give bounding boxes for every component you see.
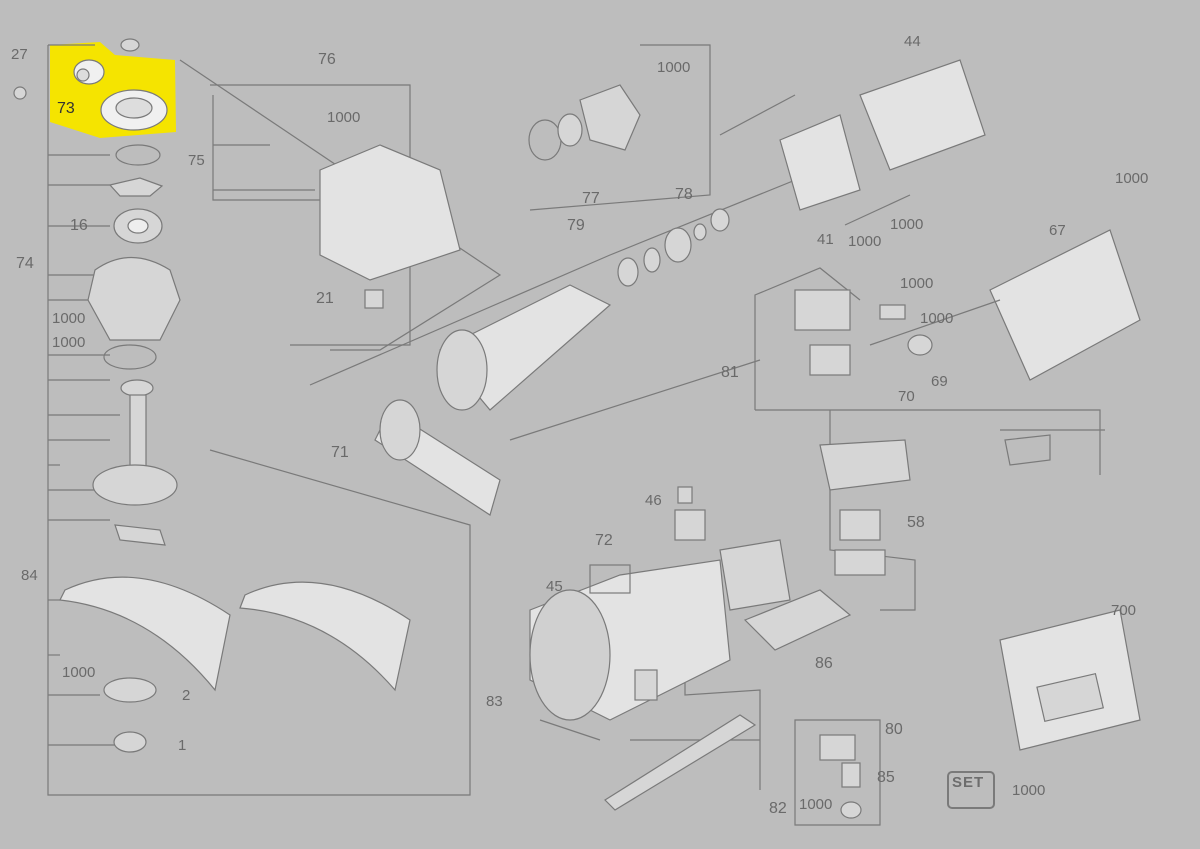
callout-72: 72	[595, 532, 613, 549]
callout-2: 2	[182, 687, 191, 704]
callout-46: 46	[645, 492, 662, 509]
callout-76: 76	[318, 51, 336, 68]
callout-1000: 1000	[890, 216, 924, 233]
callout-58: 58	[907, 514, 925, 531]
callout-71: 71	[331, 444, 349, 461]
set-kit-icon: SET	[947, 771, 995, 809]
callout-1000: 1000	[848, 233, 882, 250]
callout-44: 44	[904, 33, 921, 50]
callout-1000: 1000	[900, 275, 934, 292]
bevel-gear-part-73	[73, 59, 168, 131]
callout-83: 83	[486, 693, 503, 710]
callout-78: 78	[675, 186, 693, 203]
callout-1000: 1000	[1115, 170, 1149, 187]
callout-77: 77	[582, 190, 600, 207]
callout-86: 86	[815, 655, 833, 672]
callout-1: 1	[178, 737, 187, 754]
callout-82: 82	[769, 800, 787, 817]
callout-79: 79	[567, 217, 585, 234]
callout-27: 27	[11, 46, 28, 63]
callout-21: 21	[316, 290, 334, 307]
callout-80: 80	[885, 721, 903, 738]
callout-81: 81	[721, 364, 739, 381]
callout-1000: 1000	[327, 109, 361, 126]
bracket-lines	[47, 44, 1105, 826]
callout-1000: 1000	[52, 310, 86, 327]
callout-1000: 1000	[62, 664, 96, 681]
callout-69: 69	[931, 373, 948, 390]
callout-85: 85	[877, 769, 895, 786]
callout-41: 41	[817, 231, 834, 248]
callout-set-1000: 1000	[1012, 782, 1046, 799]
callout-45: 45	[546, 578, 563, 595]
callout-74: 74	[16, 255, 34, 272]
callout-73[interactable]: 73	[57, 100, 75, 117]
set-kit-label: SET	[952, 774, 985, 791]
callout-1000: 1000	[920, 310, 954, 327]
callout-1000: 1000	[657, 59, 691, 76]
callout-1000: 1000	[52, 334, 86, 351]
callout-70: 70	[898, 388, 915, 405]
callout-1000: 1000	[799, 796, 833, 813]
callout-700: 700	[1111, 602, 1137, 619]
parts	[13, 38, 1141, 819]
callout-16: 16	[70, 217, 88, 234]
callout-75: 75	[188, 152, 205, 169]
callout-84: 84	[21, 567, 38, 584]
callout-67: 67	[1049, 222, 1066, 239]
